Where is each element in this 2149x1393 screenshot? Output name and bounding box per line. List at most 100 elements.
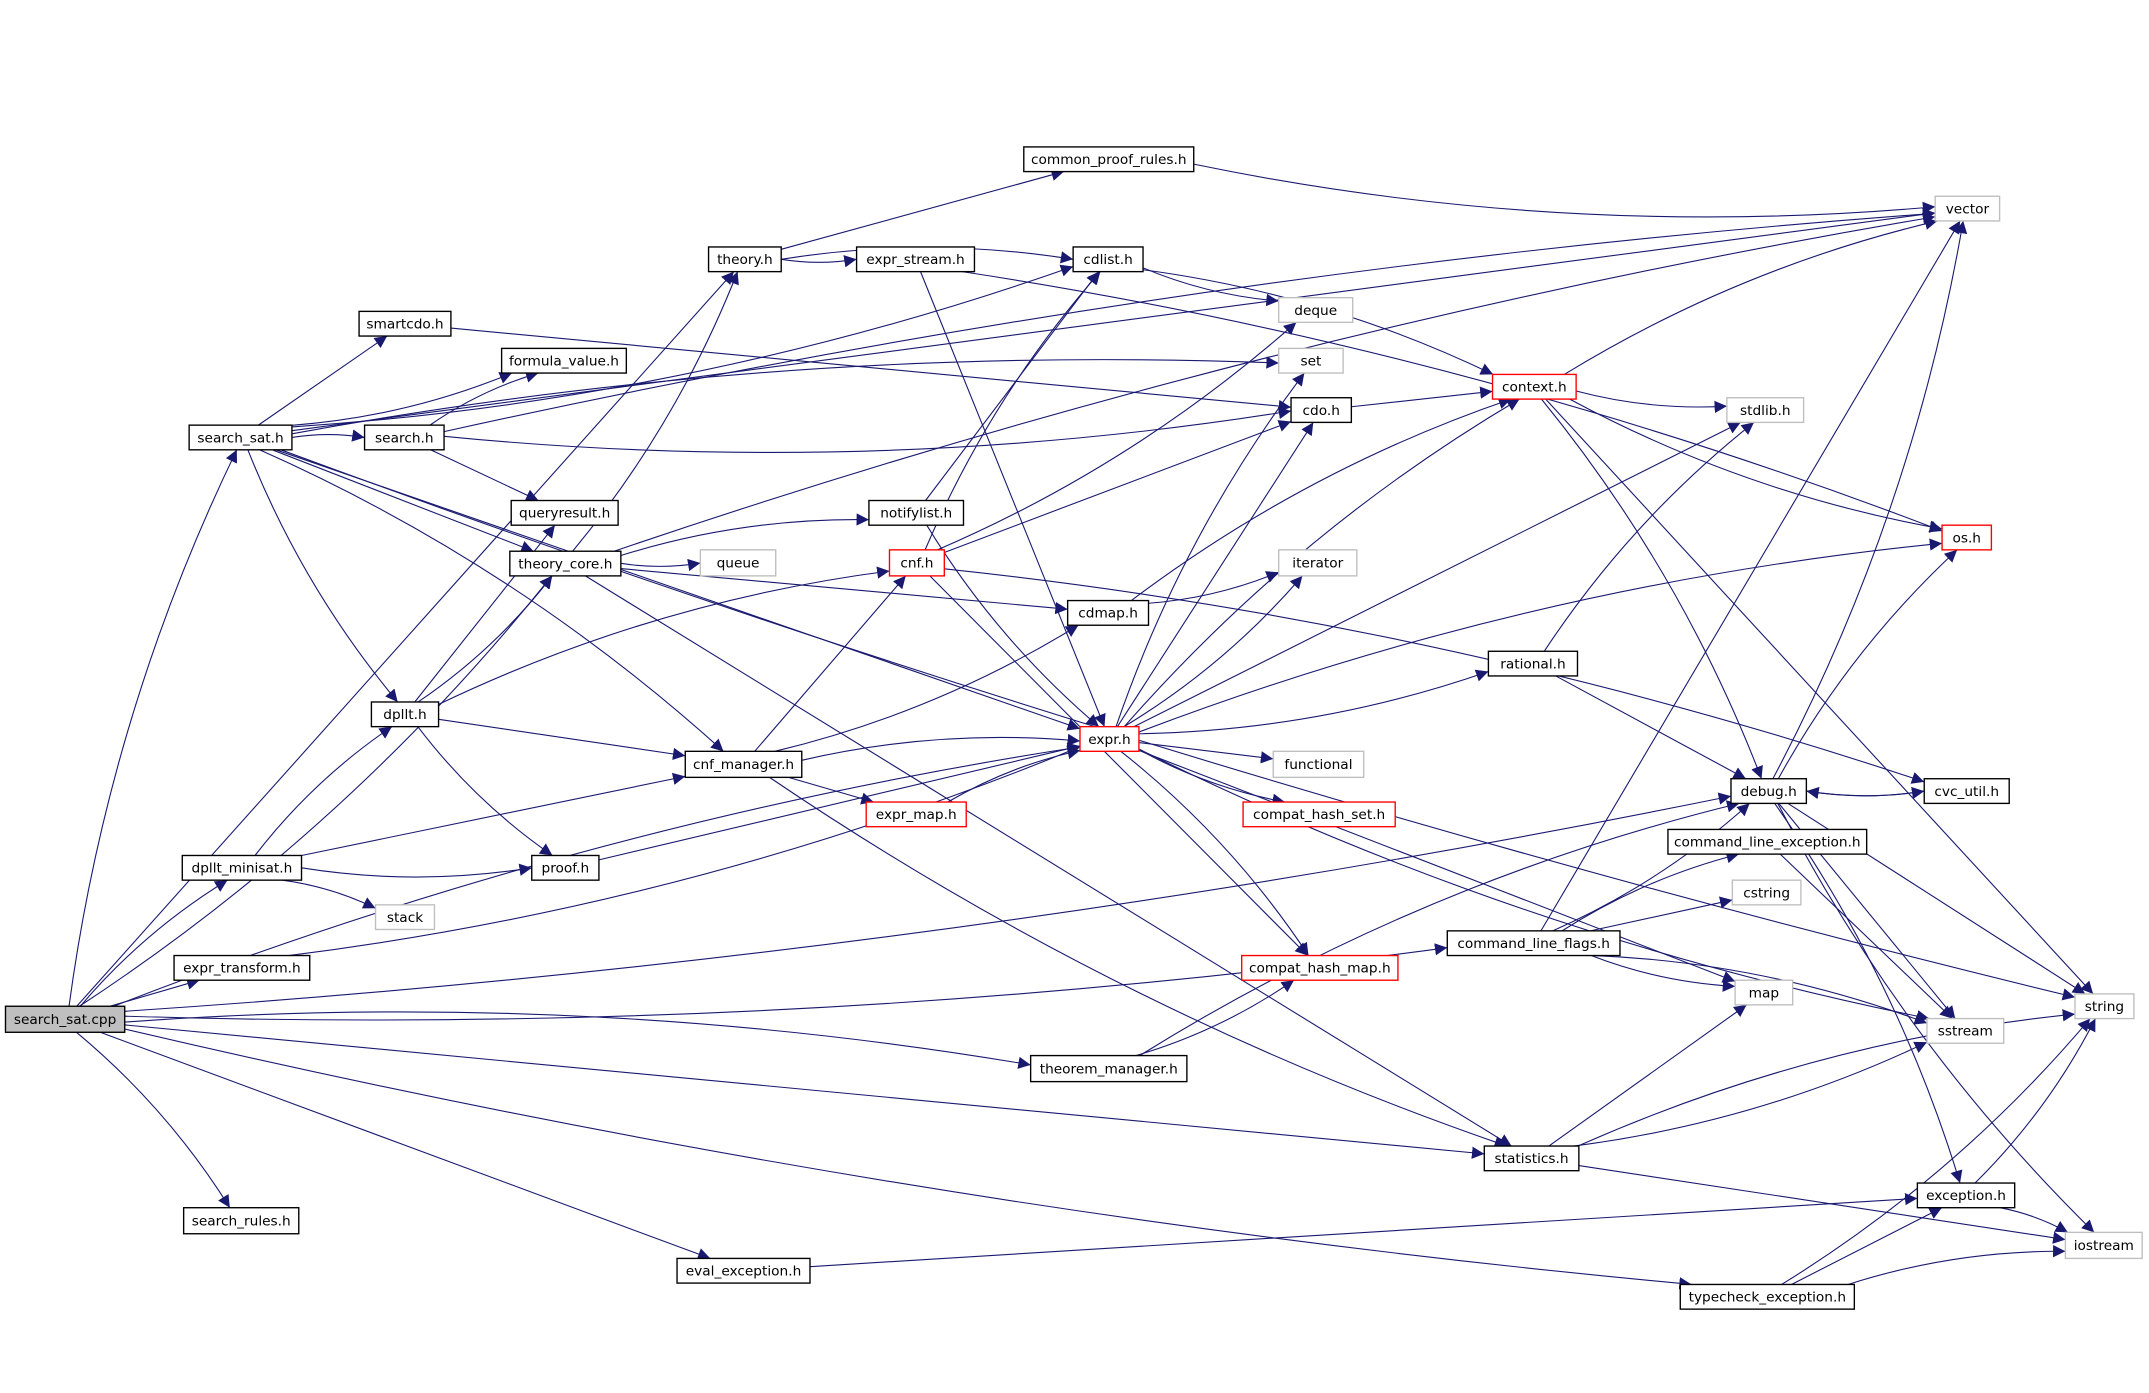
node-proof-h[interactable]: proof.h — [531, 854, 600, 881]
node-smartcdo-h[interactable]: smartcdo.h — [358, 310, 452, 337]
edge-cnf-h-to-compat-hash-map-h — [929, 575, 1308, 956]
node-label: smartcdo.h — [366, 317, 443, 333]
edge-dpllt-h-to-queryresult-h — [414, 524, 556, 703]
node-expr-transform-h[interactable]: expr_transform.h — [173, 954, 311, 981]
node-box — [1278, 347, 1344, 374]
edge-search-sat-cpp-to-statistics-h — [124, 1024, 1485, 1159]
node-exception-h[interactable]: exception.h — [1916, 1182, 2016, 1209]
node-cvc-util-h[interactable]: cvc_util.h — [1923, 778, 2010, 805]
node-dpllt-h[interactable]: dpllt.h — [370, 701, 440, 728]
edge-cdo-h-to-context-h — [1351, 386, 1493, 408]
node-label: debug.h — [1741, 784, 1797, 800]
node-stdlib-h: stdlib.h — [1726, 397, 1805, 424]
edge-search-sat-cpp-to-theorem-manager-h — [124, 1011, 1031, 1069]
node-context-h[interactable]: context.h — [1491, 373, 1577, 400]
edge-context-h-to-stdlib-h — [1575, 390, 1727, 414]
node-cdlist-h[interactable]: cdlist.h — [1072, 246, 1144, 273]
node-dpllt-minisat-h[interactable]: dpllt_minisat.h — [181, 854, 303, 881]
node-debug-h[interactable]: debug.h — [1730, 778, 1808, 805]
edge-dpllt-h-to-proof-h — [417, 726, 553, 856]
node-label: expr_map.h — [876, 807, 957, 823]
edge-typecheck-exception-h-to-string — [1781, 1018, 2091, 1285]
node-label: iterator — [1292, 556, 1343, 572]
node-box — [173, 954, 311, 981]
node-iterator: iterator — [1278, 549, 1358, 577]
node-label: string — [2085, 999, 2124, 1015]
edge-search-sat-h-to-smartcdo-h — [258, 335, 388, 426]
node-eval-exception-h[interactable]: eval_exception.h — [676, 1257, 811, 1284]
node-label: cdmap.h — [1078, 606, 1138, 622]
node-typecheck-exception-h[interactable]: typecheck_exception.h — [1679, 1283, 1856, 1310]
node-compat-hash-map-h[interactable]: compat_hash_map.h — [1241, 954, 1399, 981]
edge-expr-stream-h-to-expr-h — [919, 271, 1106, 727]
edge-search-h-to-cdo-h — [443, 406, 1292, 454]
node-label: cdlist.h — [1083, 252, 1132, 268]
node-box — [1023, 146, 1195, 173]
edge-expr-h-to-cdo-h — [1116, 422, 1314, 727]
node-queryresult-h[interactable]: queryresult.h — [510, 499, 619, 526]
node-search-rules-h[interactable]: search_rules.h — [182, 1207, 300, 1235]
edge-search-sat-h-to-string — [280, 449, 2076, 1001]
edge-theory-core-h-to-cdmap-h — [620, 568, 1068, 615]
node-expr-stream-h[interactable]: expr_stream.h — [855, 246, 976, 273]
node-box — [188, 424, 293, 451]
edge-expr-h-to-compat-hash-map-h — [1120, 750, 1309, 956]
node-cdmap-h[interactable]: cdmap.h — [1066, 599, 1150, 626]
node-compat-hash-set-h[interactable]: compat_hash_set.h — [1242, 801, 1396, 828]
edge-theory-h-to-common-proof-rules-h — [781, 168, 1065, 250]
edge-search-sat-cpp-to-search-rules-h — [76, 1031, 231, 1209]
node-command-line-exception-h[interactable]: command_line_exception.h — [1667, 828, 1868, 855]
node-cnf-h[interactable]: cnf.h — [888, 549, 945, 577]
edge-search-sat-cpp-to-typecheck-exception-h — [124, 1028, 1692, 1290]
node-theorem-manager-h[interactable]: theorem_manager.h — [1029, 1054, 1188, 1083]
edge-expr-h-to-sstream — [1138, 748, 1930, 1023]
edge-theorem-manager-h-to-debug-h — [1139, 800, 1740, 1057]
edge-theorem-manager-h-to-compat-hash-map-h — [1135, 979, 1295, 1057]
edges-layer — [68, 163, 2096, 1290]
node-search-h[interactable]: search.h — [363, 424, 445, 451]
node-box — [2064, 1231, 2143, 1260]
node-expr-map-h[interactable]: expr_map.h — [865, 801, 967, 828]
node-formula-value-h[interactable]: formula_value.h — [500, 347, 628, 374]
node-box — [1731, 879, 1802, 906]
node-box — [363, 424, 445, 451]
edge-typecheck-exception-h-to-exception-h — [1791, 1207, 1943, 1285]
node-cdo-h[interactable]: cdo.h — [1290, 397, 1353, 424]
node-box — [374, 904, 436, 931]
node-label: cnf.h — [900, 556, 933, 572]
edge-notifylist-h-to-cdlist-h — [925, 271, 1100, 501]
node-box — [1483, 1145, 1580, 1172]
edge-search-sat-cpp-to-debug-h — [124, 792, 1732, 1012]
node-command-line-flags-h[interactable]: command_line_flags.h — [1446, 930, 1621, 957]
node-label: dpllt.h — [383, 707, 426, 723]
node-rational-h[interactable]: rational.h — [1487, 650, 1579, 677]
node-cnf-manager-h[interactable]: cnf_manager.h — [684, 750, 803, 779]
node-box — [865, 801, 967, 828]
node-theory-core-h[interactable]: theory_core.h — [509, 550, 622, 577]
node-label: compat_hash_map.h — [1249, 961, 1391, 977]
edge-debug-h-to-string — [1787, 802, 2086, 995]
node-theory-h[interactable]: theory.h — [707, 246, 782, 273]
node-label: rational.h — [1500, 656, 1565, 672]
node-label: queryresult.h — [519, 506, 610, 522]
node-label: eval_exception.h — [686, 1264, 801, 1280]
edge-theory-core-h-to-queue — [620, 558, 701, 572]
node-expr-h[interactable]: expr.h — [1079, 725, 1140, 753]
node-search-sat-h[interactable]: search_sat.h — [188, 424, 293, 451]
edge-theory-core-h-to-vector — [613, 212, 1936, 552]
node-statistics-h[interactable]: statistics.h — [1483, 1145, 1580, 1172]
node-label: set — [1300, 354, 1322, 370]
node-box — [510, 499, 619, 526]
node-os-h[interactable]: os.h — [1941, 524, 1993, 551]
node-notifylist-h[interactable]: notifylist.h — [868, 499, 965, 526]
node-box — [888, 549, 945, 577]
edge-statistics-h-to-iostream — [1578, 1165, 2066, 1244]
node-common-proof-rules-h[interactable]: common_proof_rules.h — [1023, 146, 1195, 173]
node-string: string — [2074, 993, 2135, 1020]
node-label: context.h — [1502, 380, 1567, 396]
node-box — [182, 1207, 300, 1235]
node-label: search_sat.cpp — [14, 1012, 116, 1028]
node-label: search.h — [375, 430, 434, 446]
node-search-sat-cpp[interactable]: search_sat.cpp — [4, 1005, 126, 1033]
edge-statistics-h-to-sstream — [1573, 1041, 1928, 1147]
